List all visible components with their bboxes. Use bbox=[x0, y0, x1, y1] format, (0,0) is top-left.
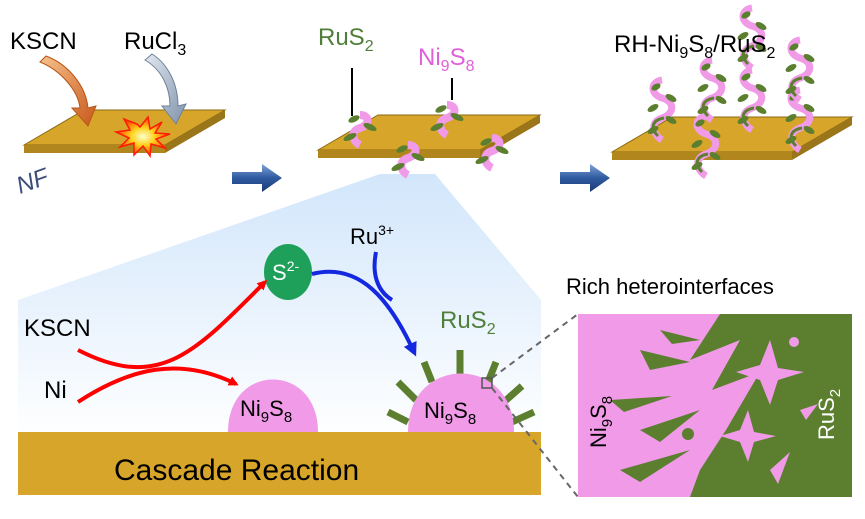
rich-heterointerfaces-label: Rich heterointerfaces bbox=[566, 274, 774, 299]
reagent-kscn-label: KSCN bbox=[10, 28, 77, 55]
rus2-spikes bbox=[386, 350, 536, 426]
red-arrow-to-s2 bbox=[77, 279, 268, 369]
inset-rus2-label: RuS2 bbox=[814, 389, 844, 440]
top-rus2-label: RuS2 bbox=[318, 24, 374, 55]
red-arrow-to-ni9s8 bbox=[76, 366, 239, 404]
top-ni9s8-label: Ni9S8 bbox=[418, 44, 475, 75]
sulfide-ion-label: S2- bbox=[272, 258, 299, 285]
inset-ni9s8-label: Ni9S8 bbox=[586, 396, 616, 448]
ni9s8-left-label: Ni9S8 bbox=[240, 396, 292, 426]
sulfide-ion-ellipse bbox=[264, 244, 312, 300]
reaction-burst-icon bbox=[113, 115, 171, 159]
rucl3-curved-arrow-icon bbox=[144, 53, 187, 125]
ru3-ion-label: Ru3+ bbox=[350, 222, 394, 249]
cascade-reaction-label: Cascade Reaction bbox=[114, 454, 359, 487]
bottom-rus2-label: RuS2 bbox=[440, 307, 496, 338]
process-arrow-1-icon bbox=[232, 164, 282, 192]
spiral-6-icon bbox=[696, 60, 727, 120]
reagent-rucl3-label: RuCl3 bbox=[124, 28, 186, 59]
zoom-background bbox=[18, 174, 541, 440]
blue-arrow-s2-to-product bbox=[311, 269, 417, 357]
zoom-line-top bbox=[491, 313, 579, 379]
kscn-curved-arrow-icon bbox=[39, 55, 97, 127]
heterointerface-inset bbox=[578, 314, 852, 497]
bottom-kscn-label: KSCN bbox=[24, 315, 91, 342]
cascade-substrate-bar bbox=[18, 432, 541, 495]
ni9s8-right-label: Ni9S8 bbox=[424, 398, 476, 428]
zoom-line-bottom bbox=[491, 387, 579, 498]
ni9s8-dome-left bbox=[228, 379, 318, 432]
process-arrow-2-icon bbox=[560, 164, 610, 192]
nf-label: NF bbox=[13, 163, 54, 200]
bottom-ni-label: Ni bbox=[44, 377, 67, 404]
substrate-plate-3 bbox=[610, 116, 854, 160]
zoom-selection-box bbox=[481, 377, 493, 389]
product-label: RH-Ni9S8/RuS2 bbox=[614, 31, 776, 62]
blue-arrow-ru-to-product bbox=[372, 251, 394, 302]
